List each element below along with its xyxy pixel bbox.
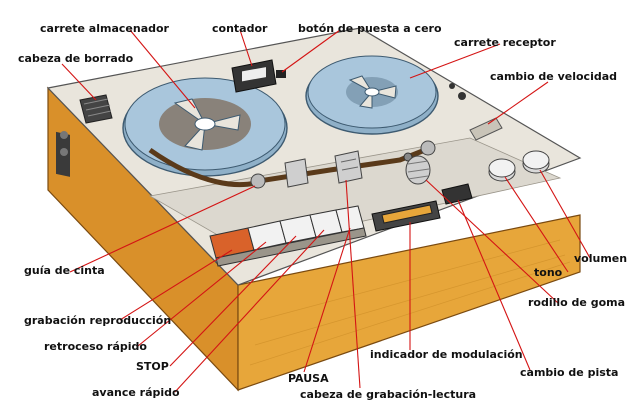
supply-reel xyxy=(122,77,288,177)
label-counter: contador xyxy=(212,22,268,35)
label-reset-button: botón de puesta a cero xyxy=(298,22,442,35)
cabinet-front-face xyxy=(237,214,581,391)
erase-head xyxy=(284,158,309,188)
label-speed-change: cambio de velocidad xyxy=(490,70,617,83)
modulation-indicator xyxy=(371,200,441,232)
label-volume: volumen xyxy=(574,252,627,265)
label-stop: STOP xyxy=(136,360,169,373)
label-pause: PAUSA xyxy=(288,372,329,385)
label-tape-guide: guía de cinta xyxy=(24,264,105,277)
speed-switch xyxy=(469,117,503,141)
label-rewind: retroceso rápido xyxy=(44,340,147,353)
label-modulation-indicator: indicador de modulación xyxy=(370,348,523,361)
reset-button xyxy=(276,70,286,78)
label-record-play: grabación reproducción xyxy=(24,314,171,327)
label-supply-reel: carrete almacenador xyxy=(40,22,170,35)
tone-knob xyxy=(488,158,516,182)
leader-lines xyxy=(61,29,591,393)
label-pinch-roller: rodillo de goma xyxy=(528,296,625,309)
take-up-reel xyxy=(305,55,439,135)
label-take-up-reel: carrete receptor xyxy=(454,36,556,49)
label-track-change: cambio de pista xyxy=(520,366,618,379)
track-switch xyxy=(441,183,473,205)
volume-knob xyxy=(522,150,550,174)
speed-indicator xyxy=(458,92,466,100)
counter xyxy=(231,59,277,93)
label-erase-head: cabeza de borrado xyxy=(18,52,134,65)
tape-path xyxy=(148,147,426,187)
deck-panel xyxy=(148,137,562,249)
label-record-play-head: cabeza de grabación-lectura xyxy=(300,388,476,401)
transport-keys xyxy=(209,205,367,267)
tape-guide xyxy=(250,173,266,189)
label-fast-forward: avance rápido xyxy=(92,386,180,399)
label-tone: tono xyxy=(534,266,563,279)
